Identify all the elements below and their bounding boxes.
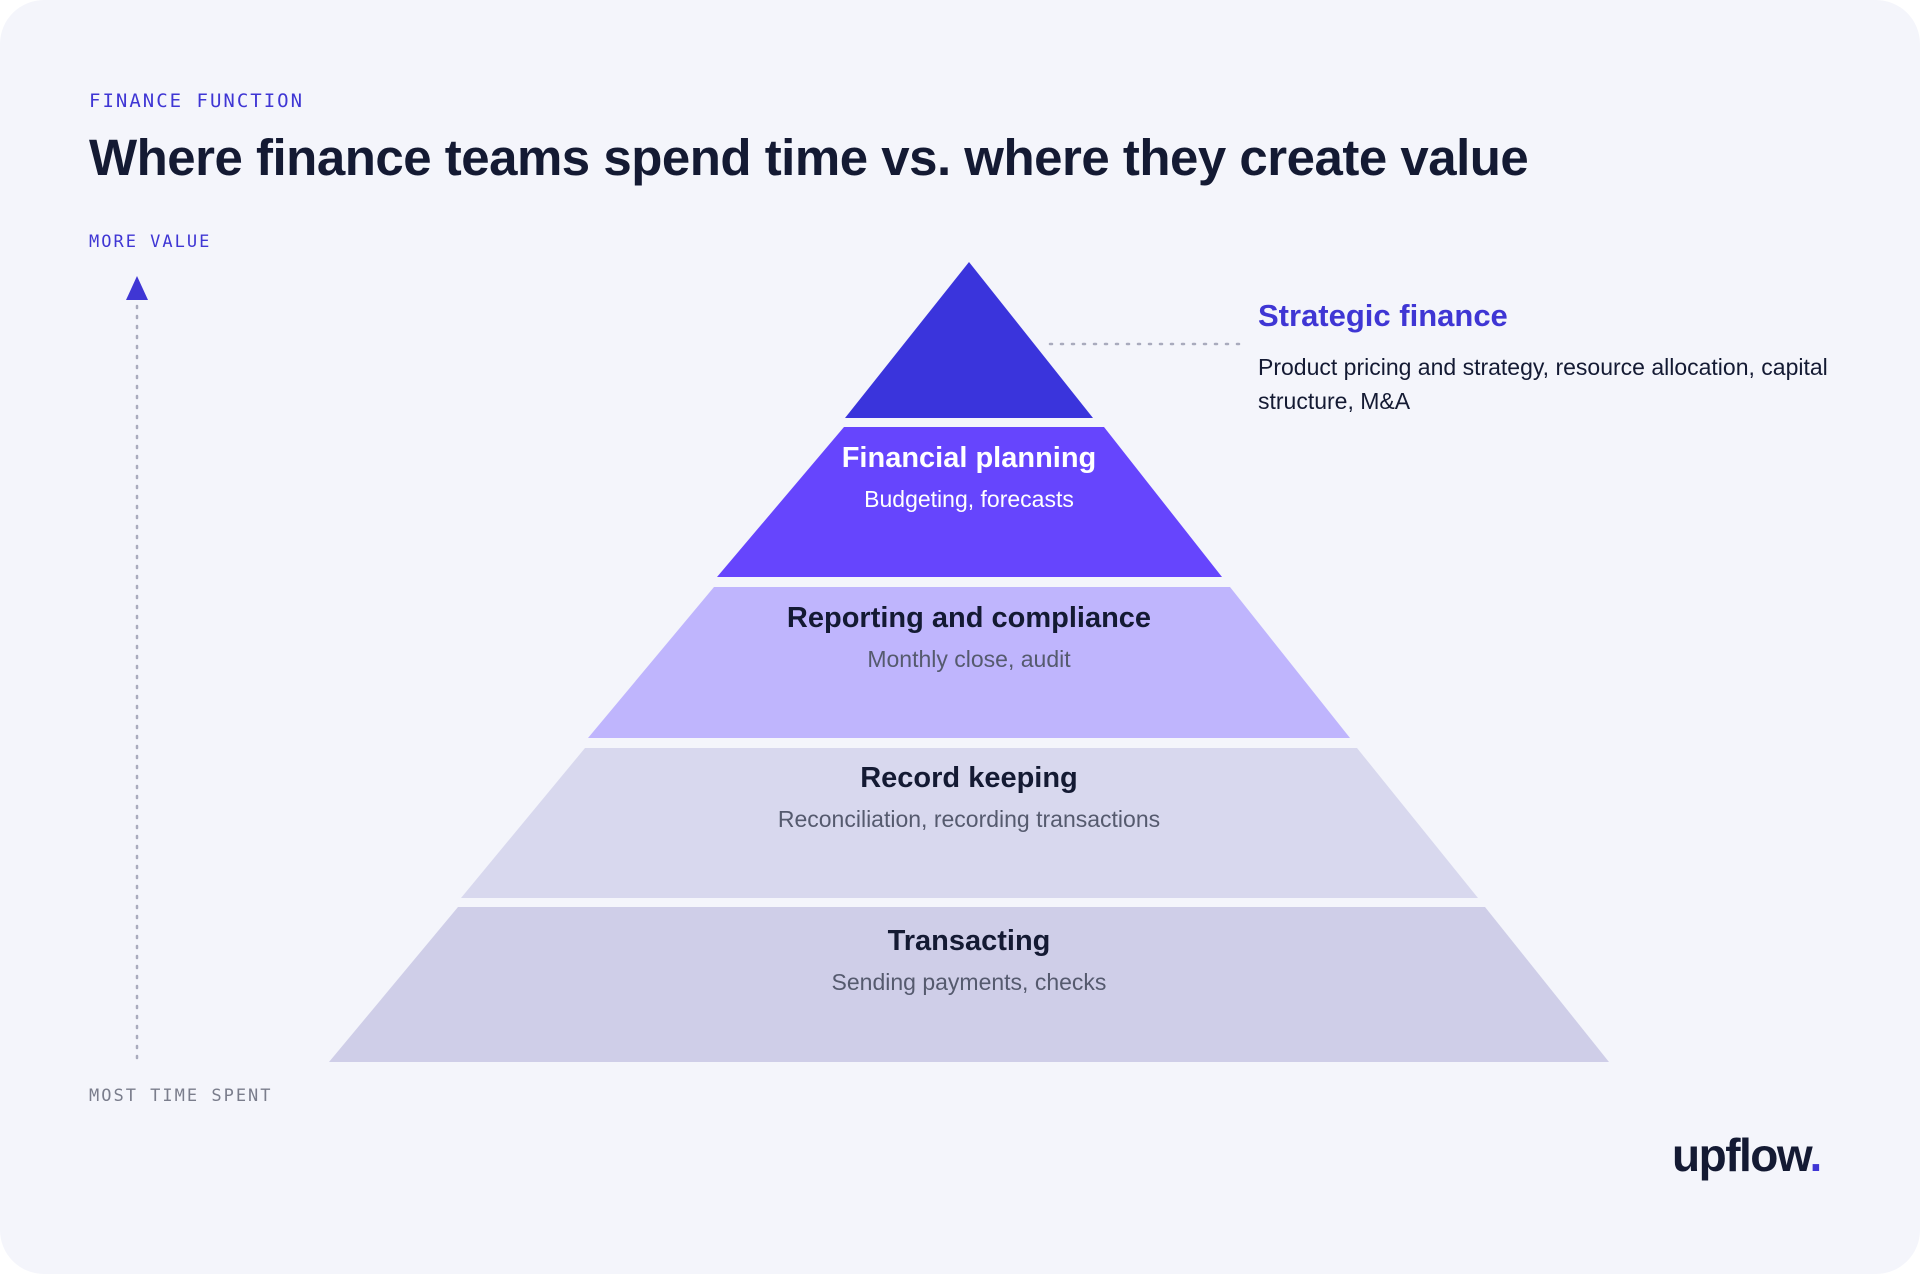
layer-desc-financial-planning: Budgeting, forecasts: [864, 486, 1074, 512]
layer-desc-record-keeping: Reconciliation, recording transactions: [778, 806, 1160, 832]
callout-description: Product pricing and strategy, resource a…: [1258, 354, 1828, 414]
layer-title-reporting-compliance: Reporting and compliance: [787, 602, 1151, 634]
layer-record-keeping: [461, 748, 1478, 898]
layer-financial-planning: [717, 427, 1222, 577]
layer-reporting-compliance: [588, 587, 1350, 738]
upflow-logo: upflow.: [1672, 1128, 1822, 1182]
layer-desc-reporting-compliance: Monthly close, audit: [867, 646, 1071, 672]
layer-title-record-keeping: Record keeping: [860, 762, 1078, 794]
logo-dot: .: [1809, 1129, 1822, 1181]
logo-text: upflow: [1672, 1129, 1811, 1181]
layer-transacting: [329, 907, 1609, 1062]
layer-title-financial-planning: Financial planning: [842, 442, 1097, 474]
axis-bottom-label: MOST TIME SPENT: [89, 1086, 273, 1106]
layer-title-transacting: Transacting: [888, 925, 1051, 957]
axis-top-label: MORE VALUE: [89, 232, 212, 252]
eyebrow-label: FINANCE FUNCTION: [89, 90, 305, 112]
axis-arrow-icon: [126, 276, 148, 300]
callout-title: Strategic finance: [1258, 298, 1508, 333]
strategic-finance-callout: Strategic finance Product pricing and st…: [1258, 298, 1858, 418]
layer-desc-transacting: Sending payments, checks: [832, 969, 1107, 995]
layer-strategic-finance: [845, 262, 1093, 418]
page-title: Where finance teams spend time vs. where…: [89, 129, 1529, 186]
